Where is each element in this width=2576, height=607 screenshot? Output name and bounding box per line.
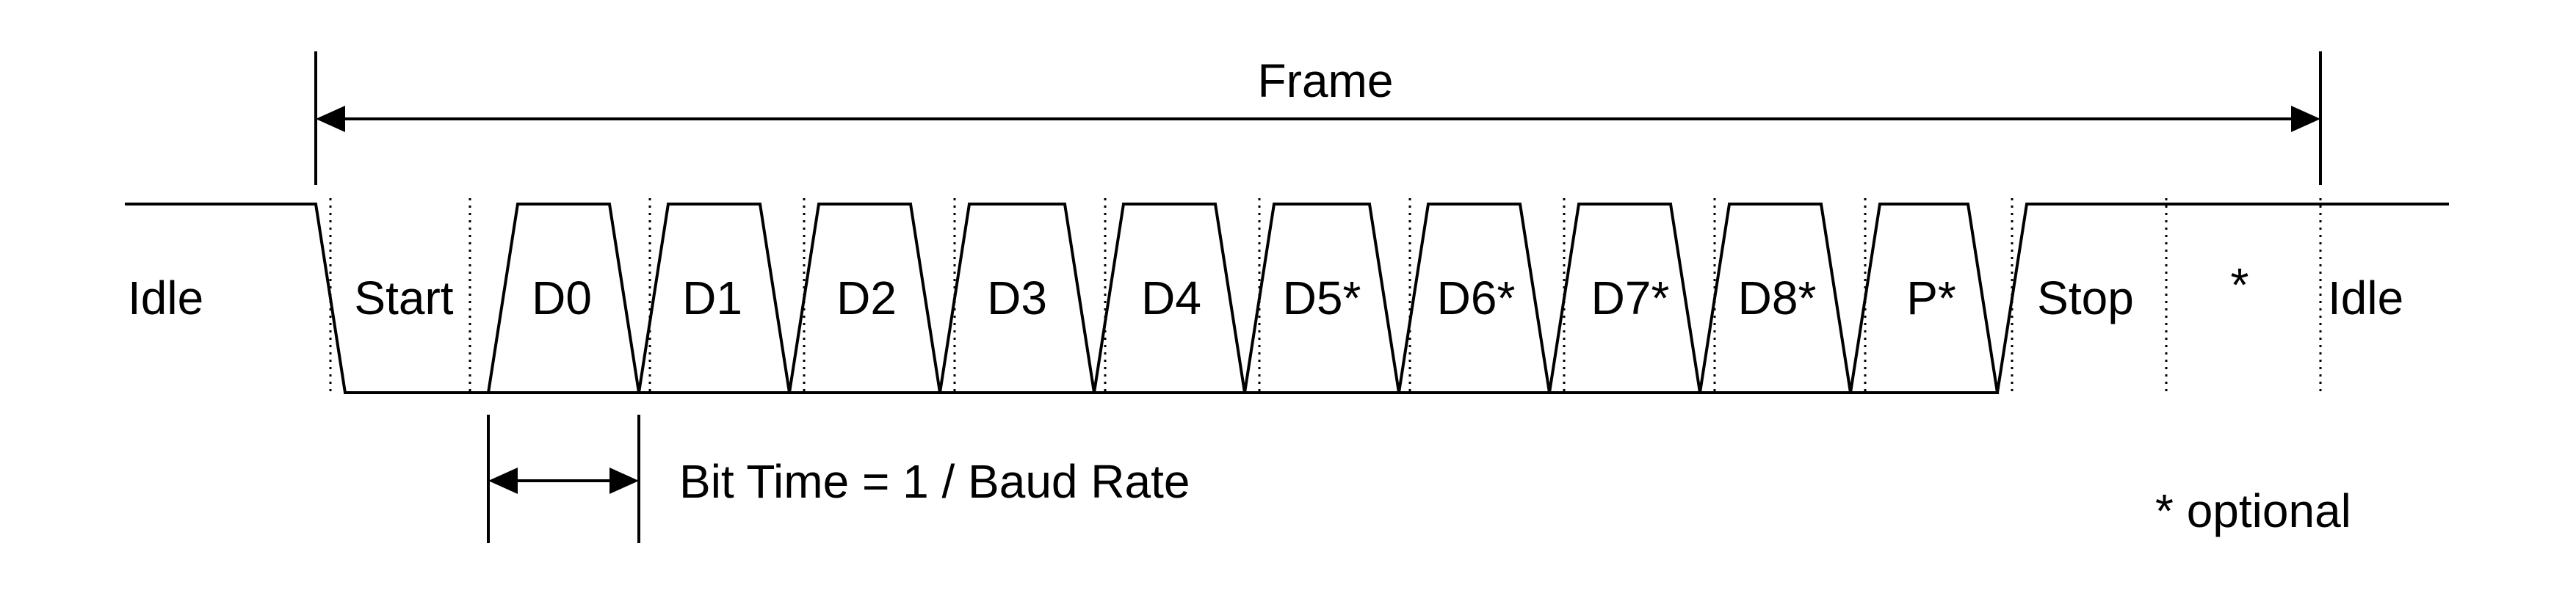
- bit-label-optional-stop: *: [2231, 258, 2249, 311]
- bit-label-d7: D7*: [1591, 272, 1670, 324]
- bit-label-d5: D5*: [1283, 272, 1361, 324]
- frame-arrow-right-head: [2291, 106, 2320, 132]
- bit-label-start: Start: [354, 272, 453, 324]
- bit-label-d1: D1: [682, 272, 742, 324]
- bit-label-d0: D0: [532, 272, 592, 324]
- bit-label-d4: D4: [1141, 272, 1201, 324]
- frame-arrow-left-head: [316, 106, 345, 132]
- bit-label-d2: D2: [836, 272, 897, 324]
- bit-label-d6: D6*: [1437, 272, 1516, 324]
- bit-label-d8: D8*: [1738, 272, 1817, 324]
- idle-left-label: Idle: [128, 272, 203, 324]
- waveform: [125, 203, 2449, 394]
- frame-dimension: [314, 51, 2322, 185]
- bit-time-arrow-right-head: [609, 468, 639, 494]
- idle-right-label: Idle: [2328, 272, 2403, 324]
- bit-time-dimension: [487, 415, 640, 543]
- bit-label-d3: D3: [987, 272, 1047, 324]
- bit-time-label: Bit Time = 1 / Baud Rate: [679, 455, 1190, 508]
- bit-label-stop: Stop: [2037, 272, 2134, 324]
- start-bit-edge: [125, 203, 488, 394]
- stop-bit-edge: [1996, 203, 2449, 393]
- bit-label-parity: P*: [1906, 272, 1956, 324]
- optional-note: * optional: [2155, 484, 2351, 537]
- bit-time-arrow-left-head: [488, 468, 518, 494]
- frame-label: Frame: [1258, 54, 1394, 107]
